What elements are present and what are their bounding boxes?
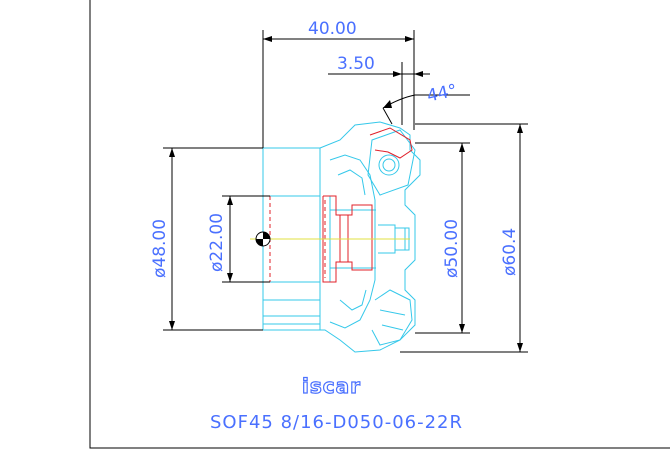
drawing-frame — [89, 0, 670, 449]
tool-body-outline — [262, 121, 421, 353]
dim-body-diameter-label: ø48.00 — [150, 219, 170, 278]
dim-cutting-diameter-label: ø50.00 — [442, 219, 462, 278]
dim-length-label: 40.00 — [308, 19, 357, 39]
dim-angle-label: 44° — [425, 81, 459, 107]
brand-logo: iscar — [302, 374, 361, 398]
tool-designation: SOF45 8/16-D050-06-22R — [210, 412, 463, 433]
dimension-lines — [163, 30, 528, 353]
dimension-arrows — [169, 36, 523, 352]
dim-bore-diameter-label: ø22.00 — [207, 213, 227, 272]
dim-outer-diameter-label: ø60.4 — [500, 228, 520, 276]
bore-outline — [269, 127, 413, 283]
dim-offset-label: 3.50 — [337, 54, 375, 74]
center-mark — [255, 231, 271, 247]
